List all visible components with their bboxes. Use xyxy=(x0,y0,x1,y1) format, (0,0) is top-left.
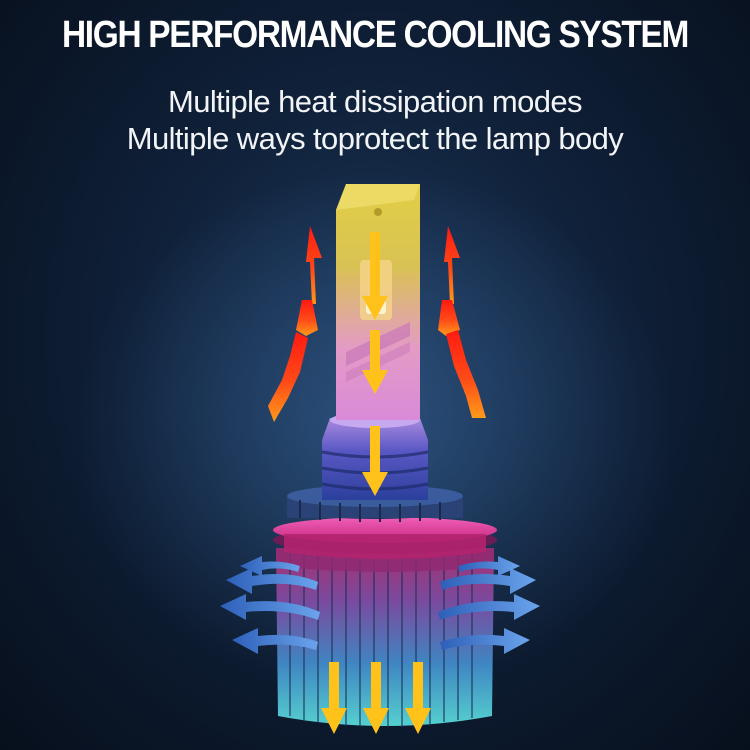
down-arrow-icon xyxy=(405,662,431,734)
subtitle-line-1: Multiple heat dissipation modes xyxy=(168,84,583,119)
airflow-arrow-icon xyxy=(440,628,530,654)
airflow-arrow-icon xyxy=(458,556,520,576)
headline: HIGH PERFORMANCE COOLING SYSTEM xyxy=(61,14,689,56)
heat-arrow-icon xyxy=(438,226,486,418)
airflow-arrow-icon xyxy=(232,628,318,654)
heat-arrow-icon xyxy=(268,226,322,422)
airflow-arrow-icon xyxy=(240,556,300,576)
exhaust-arrows xyxy=(321,662,431,734)
airflow-arrows-right xyxy=(438,556,540,654)
down-arrow-icon xyxy=(363,662,389,734)
fan-ring xyxy=(273,517,497,559)
down-arrow-icon xyxy=(362,232,388,496)
airflow-arrow-icon xyxy=(226,568,318,594)
airflow-arrow-icon xyxy=(220,594,320,620)
airflow-arrow-icon xyxy=(438,594,540,620)
down-arrow-icon xyxy=(321,662,347,734)
airflow-arrows-left xyxy=(220,556,320,654)
airflow-arrow-icon xyxy=(440,568,536,594)
subtitle-line-2: Multiple ways toprotect the lamp body xyxy=(126,121,624,156)
